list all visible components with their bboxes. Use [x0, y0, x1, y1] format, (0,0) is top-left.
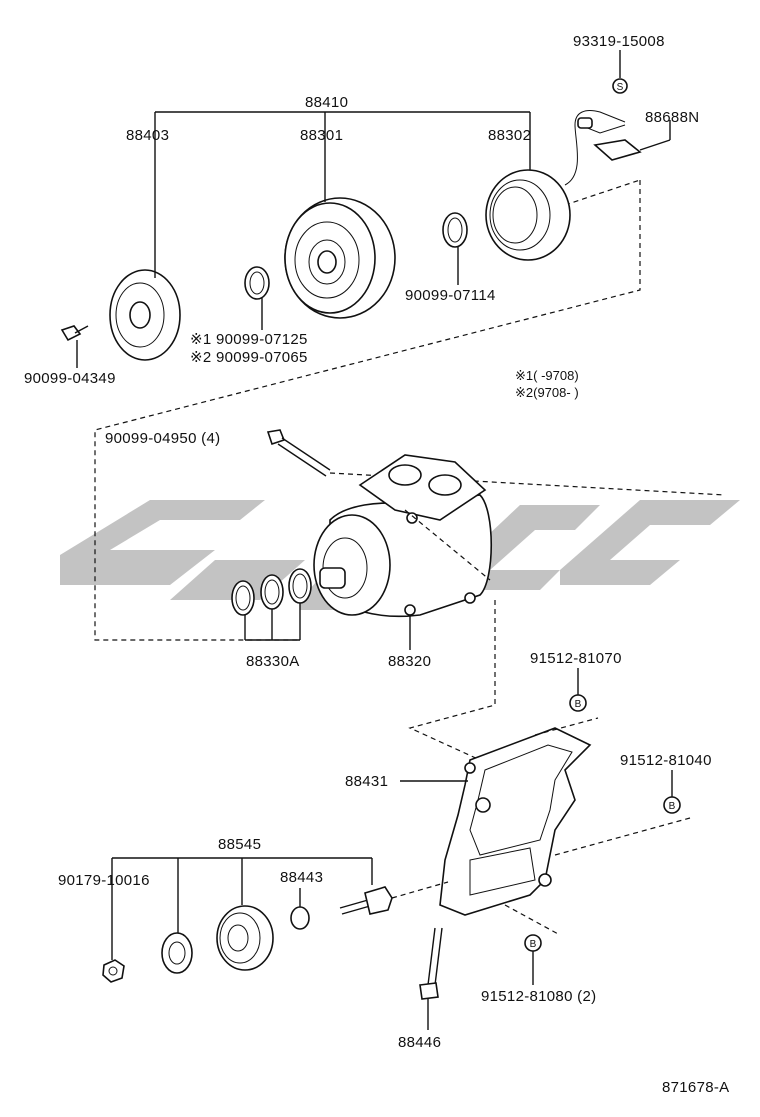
part-91512-81080-bolt: B [524, 934, 542, 985]
label-91512-81080: 91512-81080 (2) [481, 988, 596, 1005]
part-91512-81040-bolt: B [663, 770, 681, 814]
label-90099-04950: 90099-04950 (4) [105, 430, 220, 447]
part-88301-pulley [284, 195, 396, 319]
label-90099-07114: 90099-07114 [405, 287, 496, 304]
part-88320-compressor [313, 454, 492, 650]
label-88545: 88545 [218, 836, 261, 853]
symbol-s: S [617, 82, 624, 93]
label-88320: 88320 [388, 653, 431, 670]
label-88301: 88301 [300, 127, 343, 144]
symbol-b-3: B [530, 939, 537, 950]
clutch-assembly-dashed-outline [94, 180, 641, 641]
label-91512-81040: 91512-81040 [620, 752, 712, 769]
label-88688N: 88688N [645, 109, 699, 126]
bracket-88410 [154, 111, 531, 265]
bracket-88545 [111, 857, 373, 960]
part-88403-hub [109, 265, 181, 361]
part-88688N-harness [564, 110, 671, 186]
part-90099-07114-snap-ring [442, 212, 468, 285]
part-88443-spacer [290, 888, 310, 930]
part-idler-pulley [216, 905, 274, 971]
part-90179-10016-nut [102, 959, 125, 983]
note-2: ※2(9708- ) [515, 385, 579, 400]
label-90099-07125: ※1 90099-07125 [190, 331, 308, 348]
label-88431: 88431 [345, 773, 388, 790]
part-90099-07125-shim [244, 266, 270, 330]
part-90099-04349-bolt [60, 325, 89, 368]
label-88446: 88446 [398, 1034, 441, 1051]
part-91512-81070-bolt: B [569, 668, 587, 712]
symbol-b-1: B [575, 699, 582, 710]
dashed-leader [564, 179, 641, 206]
part-88302-coil [485, 169, 571, 261]
label-88302: 88302 [488, 127, 531, 144]
part-88446-bolt [419, 927, 443, 1030]
label-90099-04349: 90099-04349 [24, 370, 116, 387]
part-93319-15008: S [612, 50, 628, 94]
part-90099-04950-bolt [266, 429, 726, 496]
label-88403: 88403 [126, 127, 169, 144]
label-91512-81070: 91512-81070 [530, 650, 622, 667]
label-90099-07065: ※2 90099-07065 [190, 349, 308, 366]
part-idler-stud [339, 881, 449, 915]
dashed-leader-bracket [408, 600, 496, 761]
label-93319-15008: 93319-15008 [573, 33, 665, 50]
part-88330A-o-rings [231, 568, 312, 641]
label-88330A: 88330A [246, 653, 300, 670]
part-88431-bracket [400, 717, 691, 936]
label-90179-10016: 90179-10016 [58, 872, 150, 889]
symbol-b-2: B [669, 801, 676, 812]
label-88410: 88410 [305, 94, 348, 111]
note-1: ※1( -9708) [515, 368, 579, 383]
part-idler-cover [161, 932, 193, 974]
label-88443: 88443 [280, 869, 323, 886]
figure-code: 871678-A [662, 1079, 729, 1096]
